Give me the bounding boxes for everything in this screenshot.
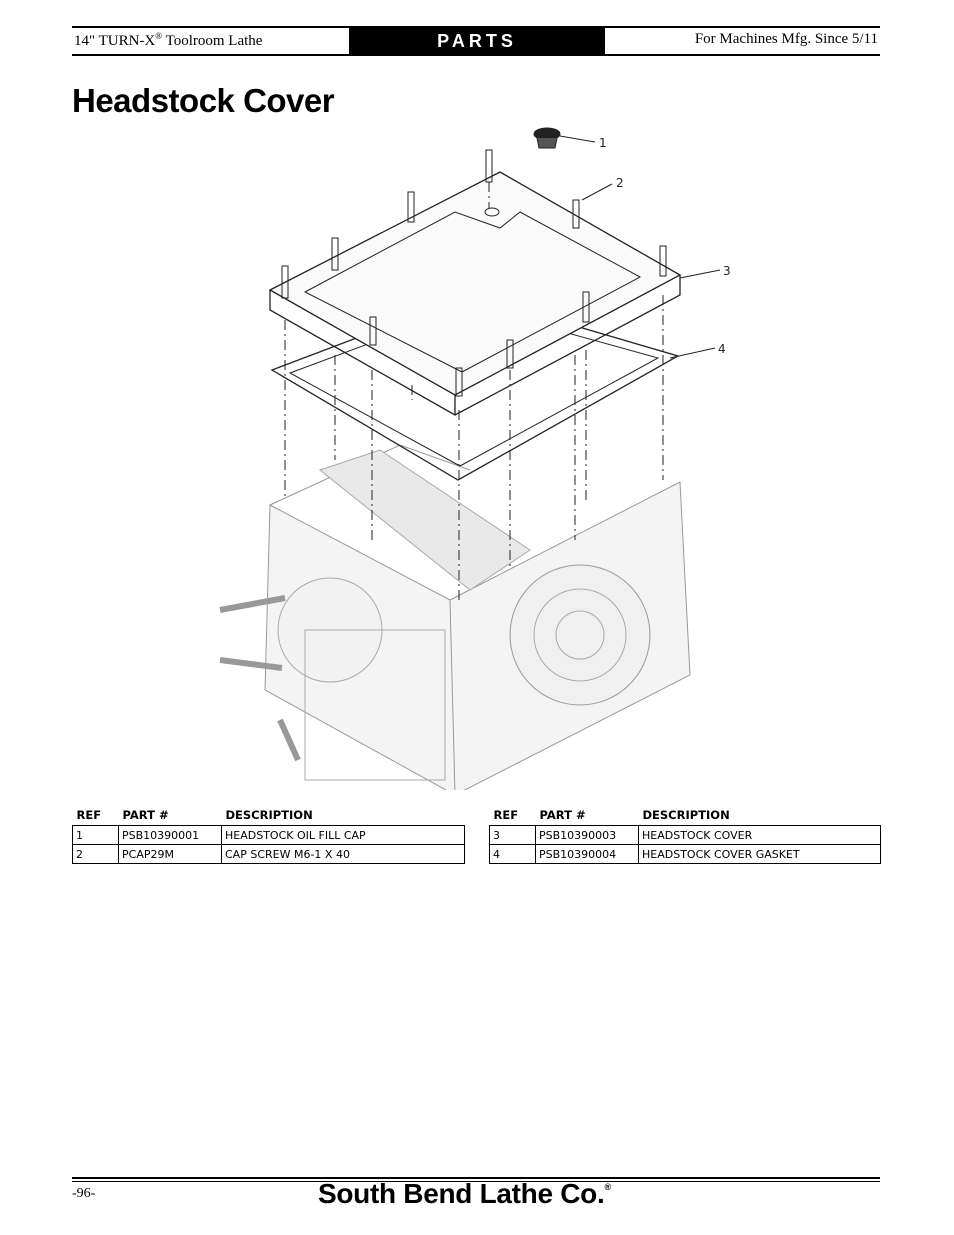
- brand-registered-mark: ®: [604, 1182, 611, 1192]
- ref-cell: 2: [72, 844, 119, 864]
- description-cell: HEADSTOCK COVER GASKET: [638, 844, 881, 864]
- page-number: -96-: [72, 1186, 96, 1201]
- page-title: Headstock Cover: [72, 82, 335, 119]
- callout-1: 1: [599, 136, 607, 150]
- cap-screws: [281, 149, 667, 397]
- part-number-cell: PSB10390003: [535, 825, 639, 845]
- table-row: 3 PSB10390003 HEADSTOCK COVER: [489, 825, 881, 845]
- header-rule-bottom: [72, 54, 880, 56]
- footer-rule-top: [72, 1177, 880, 1179]
- parts-table-right: REF PART # DESCRIPTION 3 PSB10390003 HEA…: [489, 806, 881, 864]
- part-column-header: PART #: [122, 808, 169, 822]
- ref-column-header: REF: [493, 808, 519, 822]
- ref-cell: 4: [489, 844, 536, 864]
- header-machine-name: 14" TURN-X: [74, 33, 156, 49]
- table-header-row: REF PART # DESCRIPTION: [73, 806, 465, 826]
- oil-fill-cap: [533, 127, 561, 149]
- page-header: 14" TURN-X® Toolroom Lathe PARTS For Mac…: [72, 26, 880, 56]
- ref-cell: 1: [72, 825, 119, 845]
- callout-leaders: [559, 135, 721, 359]
- header-mfg-date: For Machines Mfg. Since 5/11: [694, 31, 878, 47]
- table-row: 4 PSB10390004 HEADSTOCK COVER GASKET: [489, 844, 881, 864]
- table-row: 2 PCAP29M CAP SCREW M6-1 X 40: [72, 844, 465, 864]
- header-registered-mark: ®: [155, 31, 163, 41]
- description-cell: HEADSTOCK OIL FILL CAP: [221, 825, 465, 845]
- table-row: 1 PSB10390001 HEADSTOCK OIL FILL CAP: [72, 825, 465, 845]
- alignment-lines: [284, 182, 664, 600]
- part-number-cell: PSB10390004: [535, 844, 639, 864]
- description-cell: CAP SCREW M6-1 X 40: [221, 844, 465, 864]
- headstock-cover: [268, 171, 682, 416]
- section-badge: PARTS: [349, 28, 605, 54]
- description-column-header: DESCRIPTION: [642, 808, 730, 822]
- header-rule-top: [72, 26, 880, 28]
- ref-column-header: REF: [76, 808, 102, 822]
- headstock-exploded-diagram: 1 2 3 4: [219, 127, 731, 790]
- headstock-body: [219, 444, 691, 790]
- table-header-row: REF PART # DESCRIPTION: [490, 806, 881, 826]
- description-cell: HEADSTOCK COVER: [638, 825, 881, 845]
- part-number-cell: PSB10390001: [118, 825, 222, 845]
- brand-name: South Bend Lathe Co.: [318, 1178, 605, 1209]
- callout-2: 2: [616, 176, 624, 190]
- part-column-header: PART #: [539, 808, 586, 822]
- parts-table-left: REF PART # DESCRIPTION 1 PSB10390001 HEA…: [72, 806, 465, 864]
- brand-logo: South Bend Lathe Co.®: [318, 1178, 611, 1210]
- part-number-cell: PCAP29M: [118, 844, 222, 864]
- ref-cell: 3: [489, 825, 536, 845]
- header-machine-title: 14" TURN-X® Toolroom Lathe: [74, 31, 262, 50]
- header-machine-suffix: Toolroom Lathe: [162, 33, 263, 49]
- description-column-header: DESCRIPTION: [225, 808, 313, 822]
- callout-4: 4: [718, 342, 726, 356]
- callout-3: 3: [723, 264, 731, 278]
- footer-rule-bottom: [72, 1181, 880, 1182]
